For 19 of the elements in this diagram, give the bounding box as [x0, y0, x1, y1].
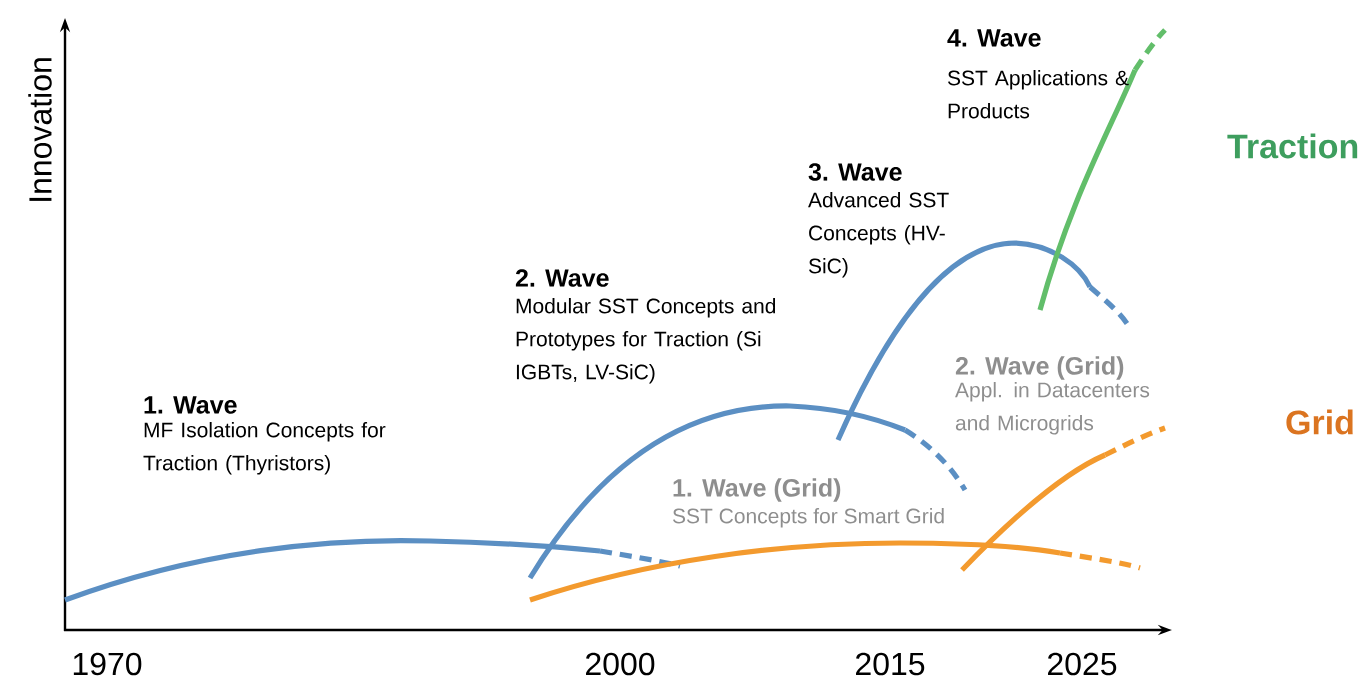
- wave-description: MF Isolation Concepts for Traction (Thyristors): [143, 422, 386, 475]
- wave-description: Appl. in Datacenters and Microgrids: [955, 382, 1150, 435]
- axis-label: Innovation: [28, 58, 52, 201]
- wave-description: SST Applications & Products: [947, 70, 1129, 119]
- wave-heading: 1. Wave (Grid): [673, 478, 841, 502]
- year-label: 2025: [1048, 652, 1117, 676]
- wave-heading: 4. Wave: [947, 29, 1041, 47]
- wave-heading: 1. Wave: [144, 396, 237, 414]
- year-label: 1970: [73, 652, 142, 676]
- wave-heading: 2. Wave: [515, 269, 609, 287]
- series-label: Grid: [1286, 409, 1353, 435]
- wave-heading: 2. Wave (Grid): [955, 356, 1124, 380]
- wave-heading: 3. Wave: [808, 163, 902, 181]
- series-label: Traction: [1227, 133, 1358, 159]
- wave-description: SST Concepts for Smart Grid: [672, 508, 944, 528]
- year-label: 2015: [856, 652, 925, 676]
- wave-description: Advanced SST Concepts (HV-SiC): [808, 192, 949, 278]
- wave-description: Modular SST Concepts and Prototypes for Traction (Si IGBTs, LV-SiC): [516, 298, 776, 384]
- year-label: 2000: [586, 652, 655, 676]
